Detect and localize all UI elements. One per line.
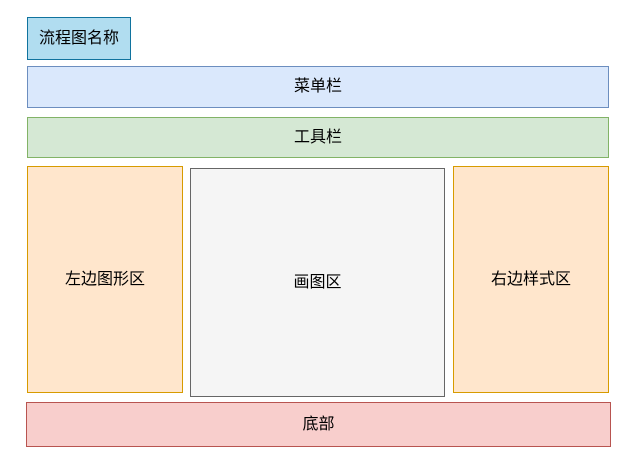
diagram-title-label: 流程图名称	[38, 29, 119, 47]
toolbar-label: 工具栏	[293, 128, 342, 146]
left-shapes-panel-box: 左边图形区	[27, 166, 183, 393]
right-style-panel-box: 右边样式区	[453, 166, 609, 393]
left-shapes-panel-label: 左边图形区	[64, 270, 145, 288]
bottom-bar-box: 底部	[26, 402, 611, 447]
diagram-title-box: 流程图名称	[27, 17, 131, 60]
right-style-panel-label: 右边样式区	[490, 270, 571, 288]
bottom-bar-label: 底部	[302, 415, 335, 433]
menu-bar-label: 菜单栏	[293, 78, 342, 96]
drawing-area-box: 画图区	[190, 168, 445, 397]
menu-bar-box: 菜单栏	[27, 66, 609, 108]
drawing-area-label: 画图区	[293, 273, 342, 291]
toolbar-box: 工具栏	[27, 117, 609, 158]
